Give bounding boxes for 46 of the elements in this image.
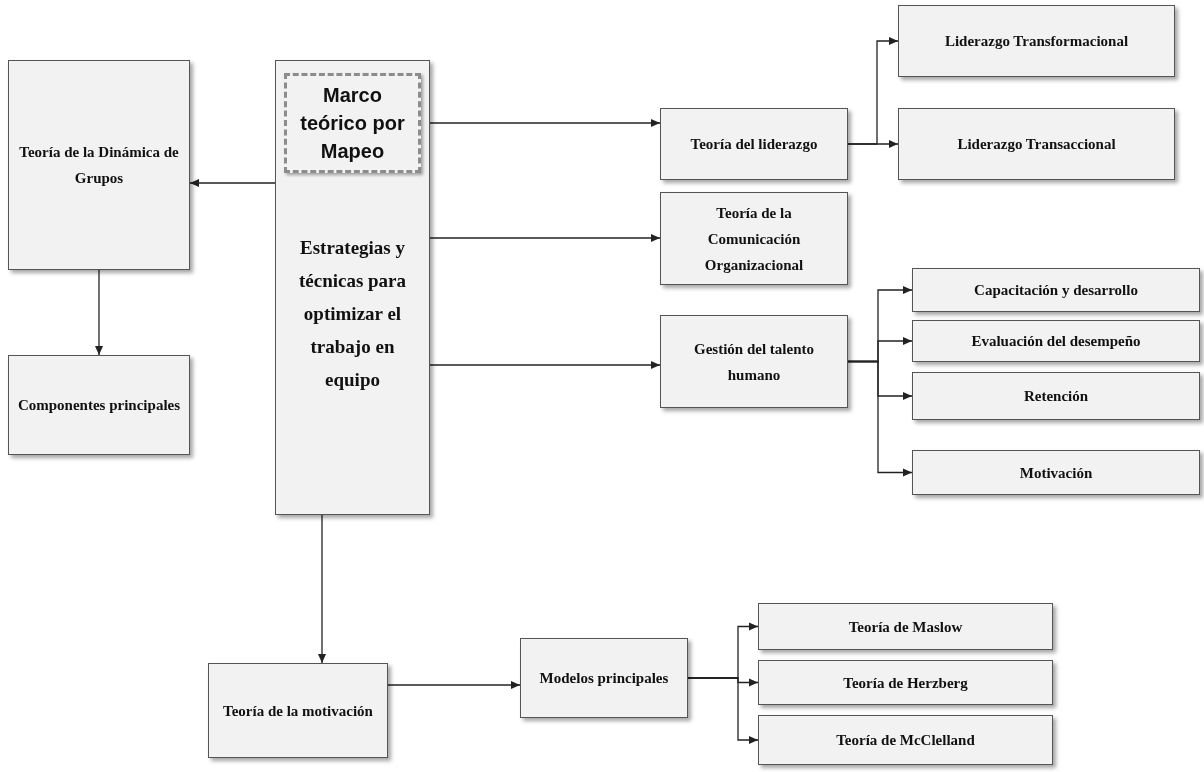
box-text: Marco teórico por Mapeo bbox=[299, 83, 406, 164]
box-text: Retención bbox=[1023, 387, 1089, 406]
process-box bbox=[758, 660, 1053, 705]
arrow bbox=[847, 360, 913, 477]
process-box bbox=[898, 108, 1175, 180]
arrow bbox=[429, 119, 661, 127]
box-text: Teoría de McClelland bbox=[836, 731, 975, 750]
process-box bbox=[520, 638, 688, 718]
box-text: Teoría del liderazgo bbox=[690, 135, 818, 154]
process-box bbox=[912, 372, 1200, 420]
box-text: Liderazgo Transformacional bbox=[944, 32, 1129, 51]
dashed-box bbox=[284, 73, 421, 173]
process-box bbox=[660, 108, 848, 180]
arrow bbox=[429, 234, 661, 242]
process-box bbox=[8, 355, 190, 455]
arrow bbox=[95, 269, 103, 356]
process-box bbox=[912, 450, 1200, 495]
process-box bbox=[758, 715, 1053, 765]
box-text: Modelos principales bbox=[539, 669, 669, 688]
process-box bbox=[275, 60, 430, 515]
box-text: Estrategias y técnicas para optimizar el trabajo en equipo bbox=[297, 236, 408, 392]
box-text: Teoría de Maslow bbox=[848, 617, 963, 637]
arrow bbox=[847, 140, 899, 148]
arrow bbox=[429, 361, 661, 369]
box-text: Gestión del talento humano bbox=[693, 339, 815, 385]
process-box bbox=[912, 268, 1200, 312]
process-box bbox=[660, 192, 848, 285]
process-box bbox=[758, 603, 1053, 650]
box-text: Evaluación del desempeño bbox=[971, 332, 1141, 351]
arrow bbox=[189, 179, 276, 187]
box-text: Capacitación y desarrollo bbox=[974, 281, 1138, 300]
process-box bbox=[660, 315, 848, 408]
process-box bbox=[208, 663, 388, 758]
arrow bbox=[318, 514, 326, 664]
box-text: Teoría de la motivación bbox=[223, 701, 373, 721]
box-text: Teoría de la Dinámica de Grupos bbox=[18, 143, 180, 188]
box-text: Liderazgo Transaccional bbox=[957, 135, 1116, 154]
box-text: Componentes principales bbox=[17, 396, 181, 415]
process-box bbox=[898, 5, 1175, 77]
process-box bbox=[8, 60, 190, 270]
process-box bbox=[912, 320, 1200, 362]
arrow bbox=[387, 681, 521, 689]
box-text: Teoría de Herzberg bbox=[843, 673, 968, 693]
box-text: Motivación bbox=[1019, 463, 1093, 483]
arrow bbox=[687, 677, 759, 744]
box-text: Teoría de la Comunicación Organizacional bbox=[703, 203, 805, 275]
